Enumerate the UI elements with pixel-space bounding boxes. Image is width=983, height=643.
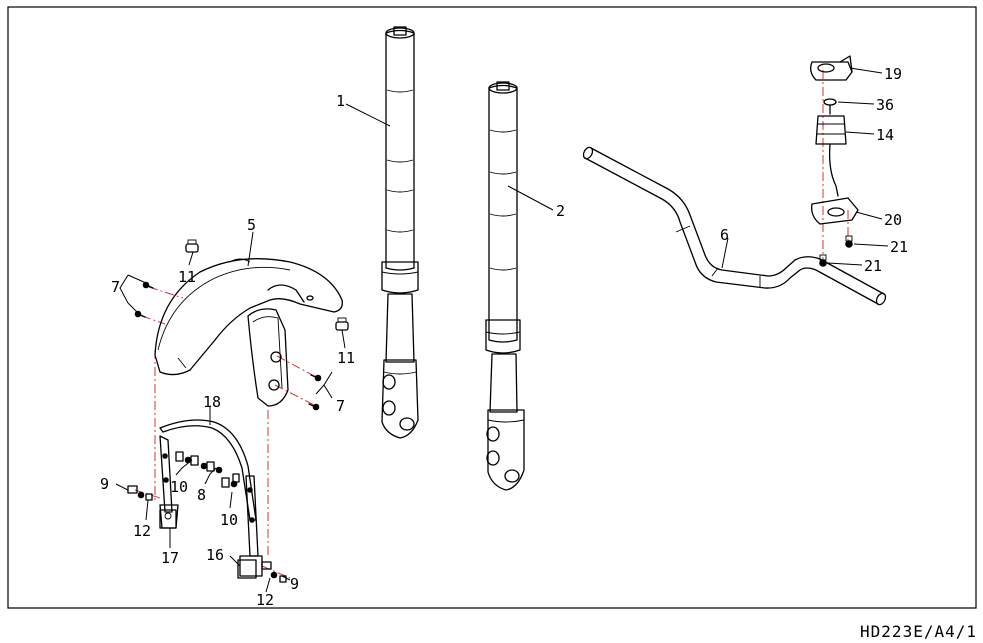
callout-21a: 21 (890, 238, 908, 256)
drawing-code: HD223E/A4/1 (860, 622, 977, 641)
callout-10a: 10 (170, 478, 188, 496)
handlebar (582, 146, 887, 306)
plate-17 (159, 509, 177, 529)
drawing-frame (7, 6, 977, 609)
callout-2: 2 (556, 202, 565, 220)
bolt-7-a (142, 281, 154, 289)
cable-clamp-19 (810, 55, 853, 81)
callout-12a: 12 (133, 522, 151, 540)
callout-14: 14 (876, 126, 894, 144)
front-fork-right (485, 81, 525, 491)
callout-7a: 7 (111, 278, 120, 296)
callout-labels: 1 2 5 6 7 7 8 9 9 10 10 11 11 12 12 14 1… (100, 65, 908, 609)
bolt-7-b (134, 310, 146, 318)
callout-8: 8 (197, 486, 206, 504)
bolt-9-12-left (127, 485, 153, 501)
callout-10b: 10 (220, 511, 238, 529)
fork-brace-bracket (159, 419, 263, 577)
callout-9b: 9 (290, 575, 299, 593)
callout-leaders (115, 67, 889, 593)
callout-17: 17 (161, 549, 179, 567)
nut-11-top (185, 239, 199, 253)
front-mudguard (154, 258, 343, 407)
plate-16 (237, 559, 257, 579)
callout-6: 6 (720, 226, 729, 244)
callout-1: 1 (336, 92, 345, 110)
callout-16: 16 (206, 546, 224, 564)
callout-21b: 21 (864, 257, 882, 275)
callout-12b: 12 (256, 591, 274, 609)
callout-19: 19 (884, 65, 902, 83)
front-fork-left (381, 26, 419, 439)
callout-11a: 11 (178, 268, 196, 286)
bolt-21-b (819, 254, 827, 267)
callout-9a: 9 (100, 475, 109, 493)
bolt-9-12-right (261, 561, 287, 583)
bolt-36 (823, 98, 837, 115)
callout-18: 18 (203, 393, 221, 411)
grommet-14 (815, 115, 847, 197)
callout-11b: 11 (337, 349, 355, 367)
nut-11-right (335, 317, 349, 331)
callout-36: 36 (876, 96, 894, 114)
bolt-7-c (310, 374, 322, 382)
bolt-21-a (845, 235, 853, 248)
fastener-hardware (127, 55, 859, 583)
callout-7b: 7 (336, 397, 345, 415)
bolt-7-d (308, 403, 320, 411)
callout-5: 5 (247, 216, 256, 234)
assembly-axis-lines (134, 70, 849, 579)
callout-20: 20 (884, 211, 902, 229)
bracket-20 (811, 197, 859, 225)
